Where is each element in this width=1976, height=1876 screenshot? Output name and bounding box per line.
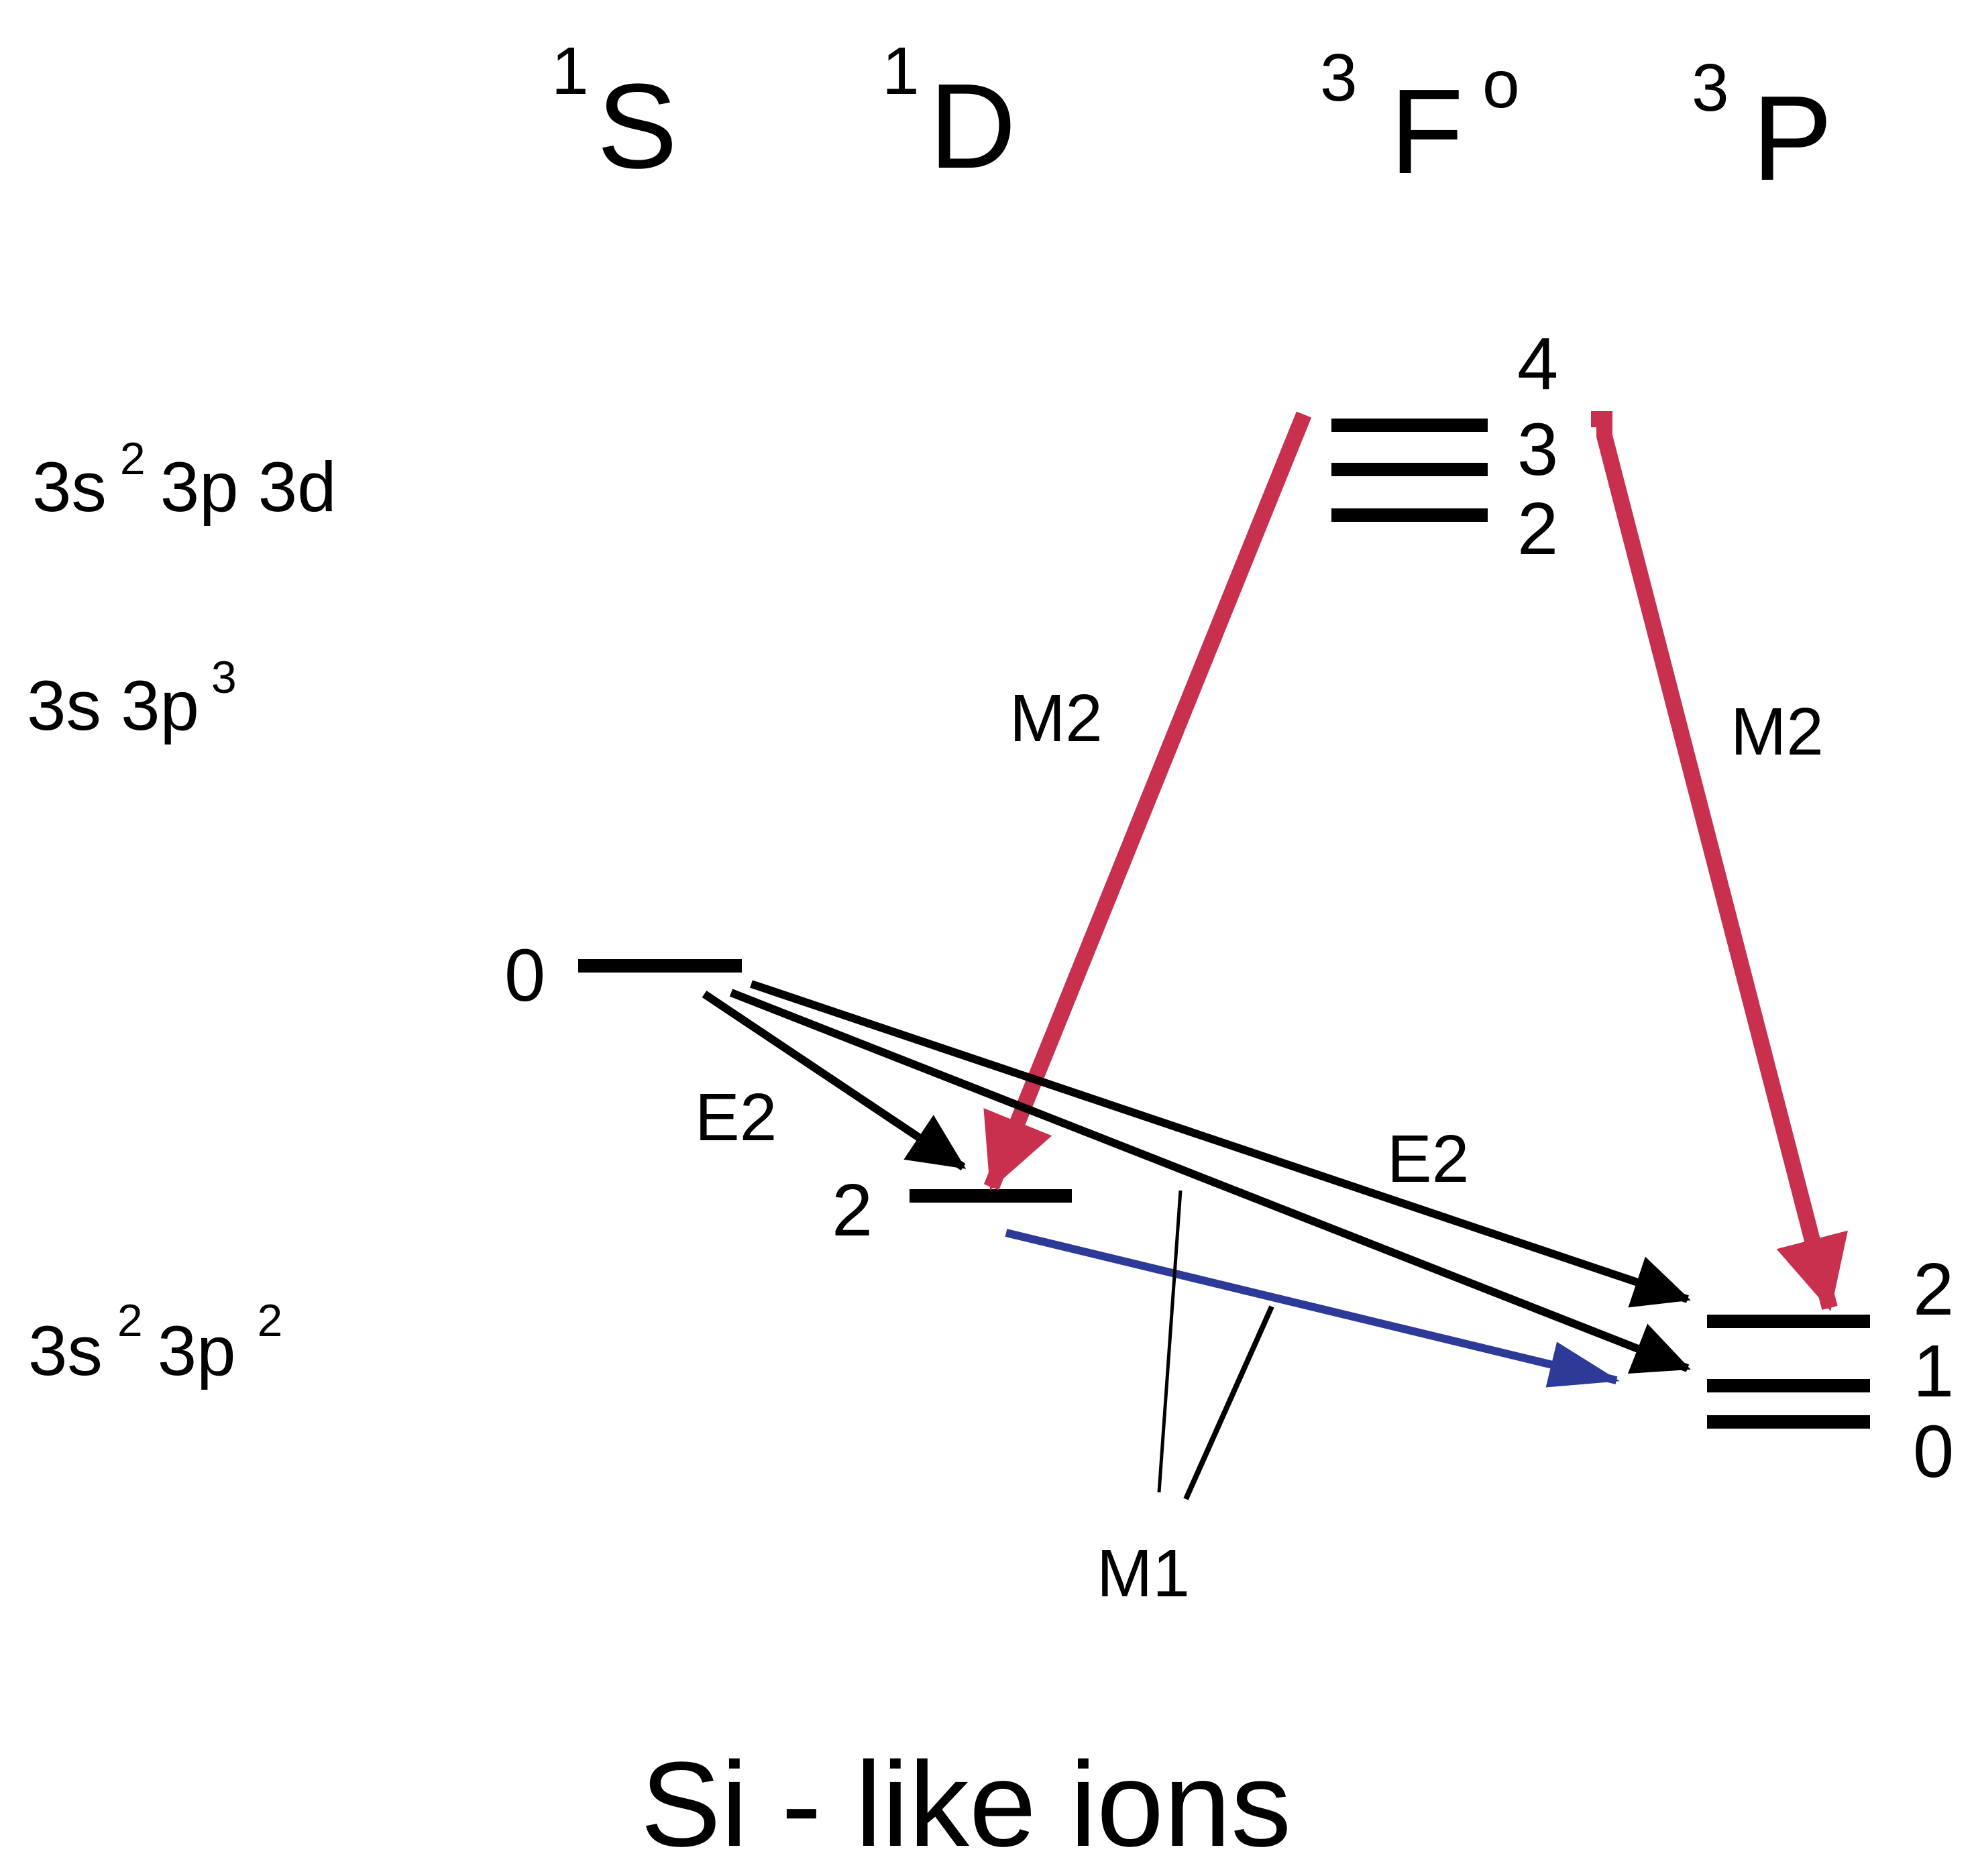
e2-transitions	[702, 980, 1691, 1374]
term-3p-multiplicity: 3	[1692, 50, 1729, 125]
e2-label-left: E2	[695, 1080, 777, 1155]
term-1d-multiplicity: 1	[882, 34, 920, 109]
m2-arrow-3f-to-3p	[1591, 411, 1848, 1311]
m2-arrow-3f-to-1d	[983, 411, 1312, 1191]
m1-arrow-1d-to-3p	[1005, 1229, 1620, 1388]
e2-arrow-1s-to-3p2	[750, 980, 1691, 1308]
m2-label-left: M2	[1009, 681, 1103, 756]
m1-leader-lines	[1157, 1190, 1274, 1500]
transition-labels: M2 M2 E2 E2 M1	[695, 681, 1824, 1611]
j-label-3p-0: 0	[1913, 1411, 1954, 1493]
diagram-title: Si - like ions	[641, 1737, 1291, 1872]
term-3f-parity: o	[1482, 47, 1520, 122]
m1-leader-to-blue	[1183, 1305, 1274, 1500]
term-1d-letter: D	[929, 59, 1016, 194]
e2-label-right: E2	[1387, 1121, 1469, 1197]
term-1s-multiplicity: 1	[551, 34, 589, 109]
j-label-3f-4: 4	[1517, 323, 1558, 405]
m1-leader-to-e2	[1157, 1190, 1183, 1493]
j-label-1d-2: 2	[832, 1169, 873, 1252]
m2-label-right: M2	[1731, 694, 1824, 769]
m1-label: M1	[1097, 1536, 1190, 1611]
j-labels: 4 3 2 0 2 2 1 0	[504, 323, 1954, 1493]
j-label-3p-2: 2	[1913, 1248, 1954, 1331]
j-label-3f-3: 3	[1517, 408, 1558, 491]
j-label-3p-1: 1	[1913, 1330, 1954, 1413]
term-3f-letter: F	[1390, 64, 1464, 199]
term-header: 1 S 1 D 3 F o 3 P	[551, 34, 1832, 206]
e2-arrow-1s-to-3p1	[729, 989, 1691, 1374]
term-1s-letter: S	[597, 59, 677, 194]
level-lines	[578, 419, 1870, 1429]
term-3f-multiplicity: 3	[1320, 40, 1358, 115]
e2-arrow-1s-to-1d	[702, 991, 967, 1170]
j-label-3f-2: 2	[1517, 488, 1558, 570]
term-3p-letter: P	[1752, 71, 1832, 206]
m2-transitions	[983, 411, 1848, 1311]
j-label-1s-0: 0	[504, 934, 545, 1017]
